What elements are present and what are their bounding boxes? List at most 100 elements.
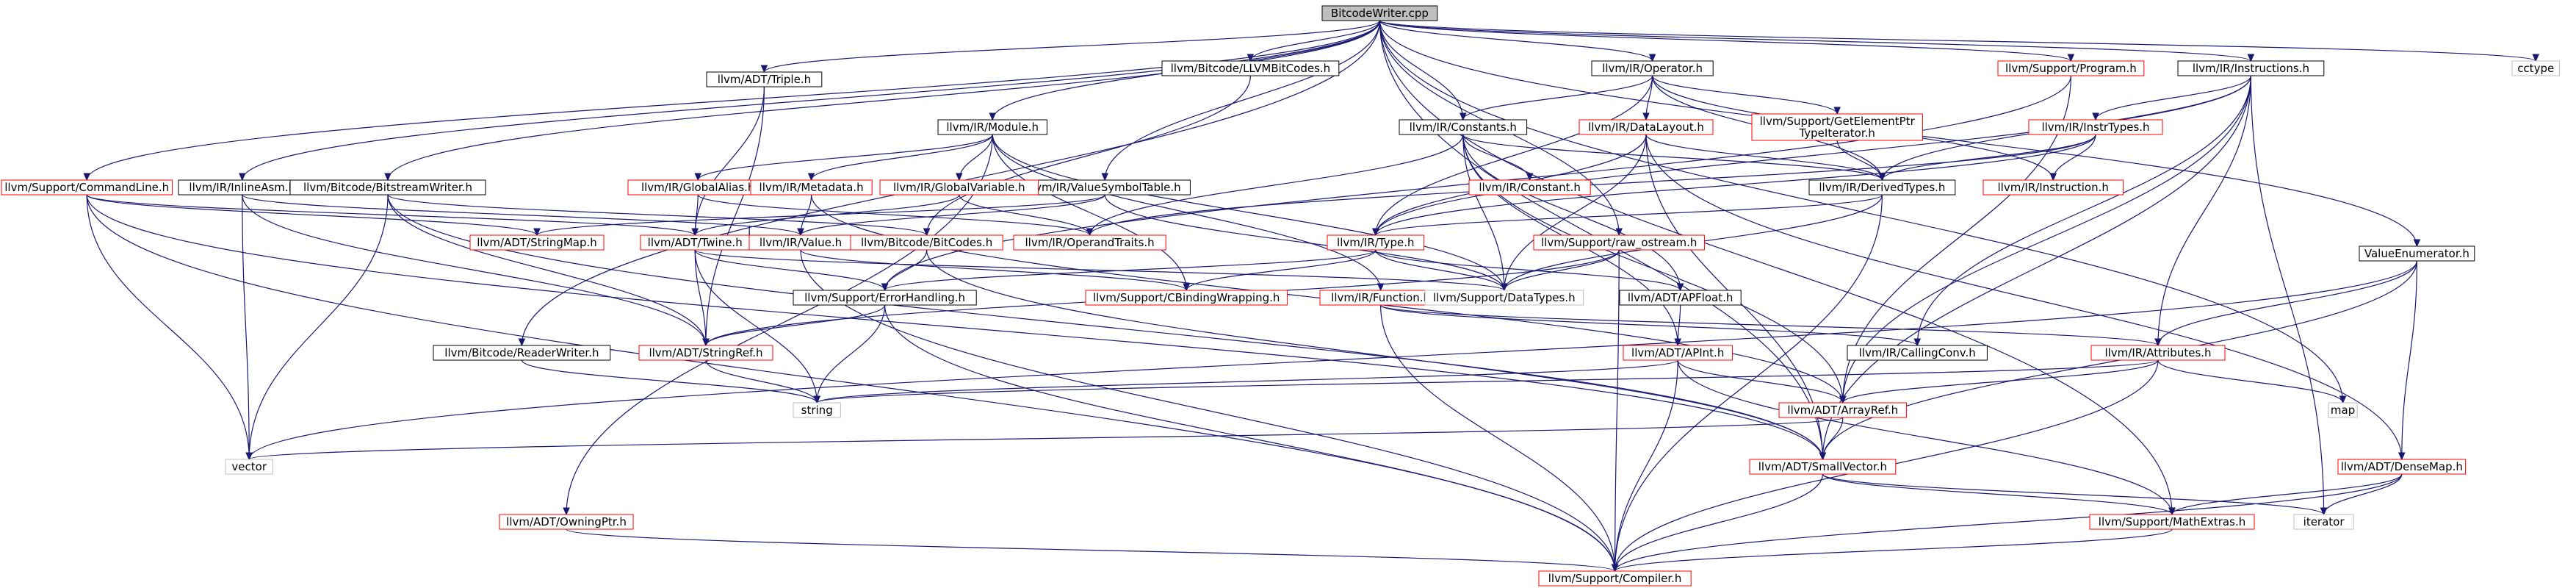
node-label: llvm/IR/Function.h (1331, 291, 1430, 304)
node-instructions[interactable]: llvm/IR/Instructions.h (2177, 60, 2325, 76)
edge-root-to-valuesymtab (1101, 20, 1380, 182)
edge-root-to-cctype (1379, 20, 2539, 62)
node-cctype[interactable]: cctype (2511, 60, 2560, 76)
node-errorhandling[interactable]: llvm/Support/ErrorHandling.h (793, 290, 977, 306)
edge-globalalias-to-operandtraits (697, 194, 1094, 237)
node-label: llvm/IR/GlobalAlias.h (641, 181, 755, 194)
edge-arrayref-to-vector (245, 417, 1844, 461)
node-label: BitcodeWriter.cpp (1331, 7, 1429, 20)
node-root[interactable]: BitcodeWriter.cpp (1321, 5, 1438, 21)
edge-valueenum-to-attributes (2154, 260, 2417, 347)
node-callingconv[interactable]: llvm/IR/CallingConv.h (1847, 345, 1988, 361)
edge-smallvector-to-iterator (1822, 473, 2328, 516)
edge-smallvector-to-mathextras (1822, 473, 2176, 516)
edge-module-to-globalvar (956, 134, 993, 182)
node-globalvar[interactable]: llvm/IR/GlobalVariable.h (879, 179, 1039, 196)
node-arrayref[interactable]: llvm/ADT/ArrayRef.h (1778, 402, 1908, 418)
edge-instructions-to-attributes (2154, 75, 2251, 347)
node-owningptr[interactable]: llvm/ADT/OwningPtr.h (499, 514, 634, 530)
node-string[interactable]: string (793, 402, 841, 418)
node-cbinding[interactable]: llvm/Support/CBindingWrapping.h (1085, 290, 1288, 306)
node-map[interactable]: map (2328, 402, 2358, 418)
node-box (1778, 402, 1908, 418)
node-constant[interactable]: llvm/IR/Constant.h (1468, 179, 1591, 196)
node-label: llvm/IR/DataLayout.h (1588, 121, 1704, 134)
node-llvmbitcodes[interactable]: llvm/Bitcode/LLVMBitCodes.h (1161, 60, 1340, 76)
edge-owningptr-to-compiler (566, 528, 1619, 573)
node-label: llvm/Support/DataTypes.h (1433, 291, 1576, 304)
node-label: llvm/IR/GlobalVariable.h (893, 181, 1025, 194)
node-box (1321, 5, 1438, 21)
node-apint[interactable]: llvm/ADT/APInt.h (1623, 345, 1733, 361)
edge-apint-to-mathextras (1677, 359, 2176, 516)
edge-attributes-to-string (813, 359, 2159, 404)
node-datatypes[interactable]: llvm/Support/DataTypes.h (1424, 290, 1584, 306)
node-operator[interactable]: llvm/IR/Operator.h (1591, 60, 1714, 76)
node-label: llvm/Bitcode/BitstreamWriter.h (303, 181, 472, 194)
edge-smallvector-to-compiler (1611, 473, 1823, 573)
node-compiler[interactable]: llvm/Support/Compiler.h (1538, 570, 1692, 587)
node-box (433, 345, 611, 361)
node-densemap[interactable]: llvm/ADT/DenseMap.h (2337, 459, 2467, 475)
node-bswriter[interactable]: llvm/Bitcode/BitstreamWriter.h (289, 179, 486, 196)
node-label: llvm/IR/Metadata.h (760, 181, 864, 194)
node-stringmap[interactable]: llvm/ADT/StringMap.h (469, 234, 605, 251)
node-label: llvm/ADT/StringMap.h (477, 236, 597, 249)
node-inlineasm[interactable]: llvm/IR/InlineAsm.h (178, 179, 307, 196)
node-bitcodes[interactable]: llvm/Bitcode/BitCodes.h (850, 234, 1003, 251)
edge-densemap-to-compiler (1611, 473, 2403, 573)
node-constants[interactable]: llvm/IR/Constants.h (1399, 119, 1528, 135)
node-instrtypes[interactable]: llvm/IR/InstrTypes.h (2028, 119, 2163, 135)
edge-cmdline-to-stringmap (86, 194, 541, 237)
node-box (2293, 514, 2354, 530)
edge-instrtypes-to-operandtraits (1086, 134, 2096, 237)
node-function[interactable]: llvm/IR/Function.h (1319, 290, 1442, 306)
node-value[interactable]: llvm/IR/Value.h (748, 234, 853, 251)
node-rawostream[interactable]: llvm/Support/raw_ostream.h (1533, 234, 1705, 251)
node-cmdline[interactable]: llvm/Support/CommandLine.h (1, 179, 173, 196)
node-instruction[interactable]: llvm/IR/Instruction.h (1982, 179, 2124, 196)
node-derivedtypes[interactable]: llvm/IR/DerivedTypes.h (1808, 179, 1956, 196)
node-globalalias[interactable]: llvm/IR/GlobalAlias.h (627, 179, 768, 196)
node-iterator[interactable]: iterator (2293, 514, 2354, 530)
node-box (1399, 119, 1528, 135)
edge-function-to-attributes (1380, 304, 2162, 347)
node-smallvector[interactable]: llvm/ADT/SmallVector.h (1749, 459, 1897, 475)
node-datalayout[interactable]: llvm/IR/DataLayout.h (1579, 119, 1714, 135)
node-box (1997, 60, 2145, 76)
edge-type-to-datatypes (1375, 249, 1508, 292)
node-label: llvm/Support/Program.h (2005, 62, 2137, 75)
node-valueenum[interactable]: ValueEnumerator.h (2359, 245, 2475, 262)
node-stringref[interactable]: llvm/ADT/StringRef.h (638, 345, 773, 361)
node-triple[interactable]: llvm/ADT/Triple.h (706, 71, 823, 87)
edge-operator-to-type (1372, 75, 1653, 237)
node-metadata[interactable]: llvm/IR/Metadata.h (750, 179, 873, 196)
node-valuesymtab[interactable]: llvm/IR/ValueSymbolTable.h (1019, 179, 1191, 196)
edge-cmdline-to-vector (86, 194, 253, 461)
node-mathextras[interactable]: llvm/Support/MathExtras.h (2089, 514, 2255, 530)
node-label: llvm/IR/InstrTypes.h (2041, 121, 2149, 134)
node-label: llvm/IR/Instructions.h (2193, 62, 2309, 75)
edge-derivedtypes-to-type (1372, 194, 1883, 237)
node-label: map (2331, 404, 2355, 417)
node-type[interactable]: llvm/IR/Type.h (1327, 234, 1425, 251)
edge-inlineasm-to-value (242, 194, 804, 237)
node-label: llvm/Support/CommandLine.h (4, 181, 169, 194)
node-vector[interactable]: vector (225, 459, 273, 475)
node-label: llvm/Bitcode/BitCodes.h (861, 236, 992, 249)
edge-function-to-callingconv (1380, 304, 1921, 347)
node-label: llvm/IR/CallingConv.h (1859, 346, 1976, 359)
node-attributes[interactable]: llvm/IR/Attributes.h (2090, 345, 2226, 361)
node-box (2359, 245, 2475, 262)
node-operandtraits[interactable]: llvm/IR/OperandTraits.h (1013, 234, 1166, 251)
node-readerwriter[interactable]: llvm/Bitcode/ReaderWriter.h (433, 345, 611, 361)
node-box (1327, 234, 1425, 251)
node-apfloat[interactable]: llvm/ADT/APFloat.h (1619, 290, 1742, 306)
node-label: llvm/IR/InlineAsm.h (189, 181, 295, 194)
edge-valuesymtab-to-value (797, 194, 1105, 237)
node-module[interactable]: llvm/IR/Module.h (937, 119, 1047, 135)
node-program[interactable]: llvm/Support/Program.h (1997, 60, 2145, 76)
node-twine[interactable]: llvm/ADT/Twine.h (640, 234, 750, 251)
